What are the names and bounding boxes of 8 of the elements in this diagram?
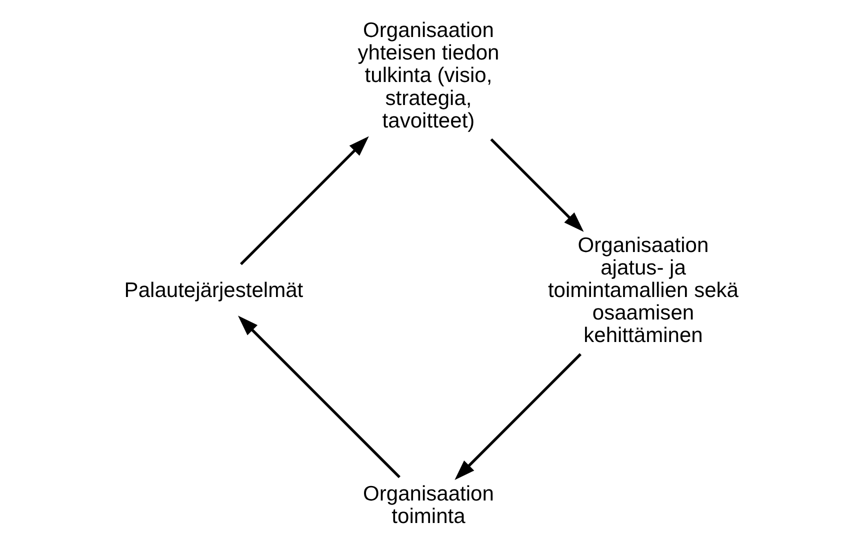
arrow xyxy=(239,136,368,266)
node-text: Organisaation yhteisen tiedon tulkinta (visio, strategia, tavoitteet) xyxy=(357,19,499,132)
node-text: Palautejärjestelmät xyxy=(124,278,303,302)
arrow xyxy=(237,316,400,478)
node-text: Organisaation toiminta xyxy=(362,482,494,528)
arrow xyxy=(490,138,584,232)
arrow xyxy=(454,353,582,480)
node-text: Organisaation ajatus- ja toimintamallien sekä osaamisen kehittäminen xyxy=(547,234,738,348)
